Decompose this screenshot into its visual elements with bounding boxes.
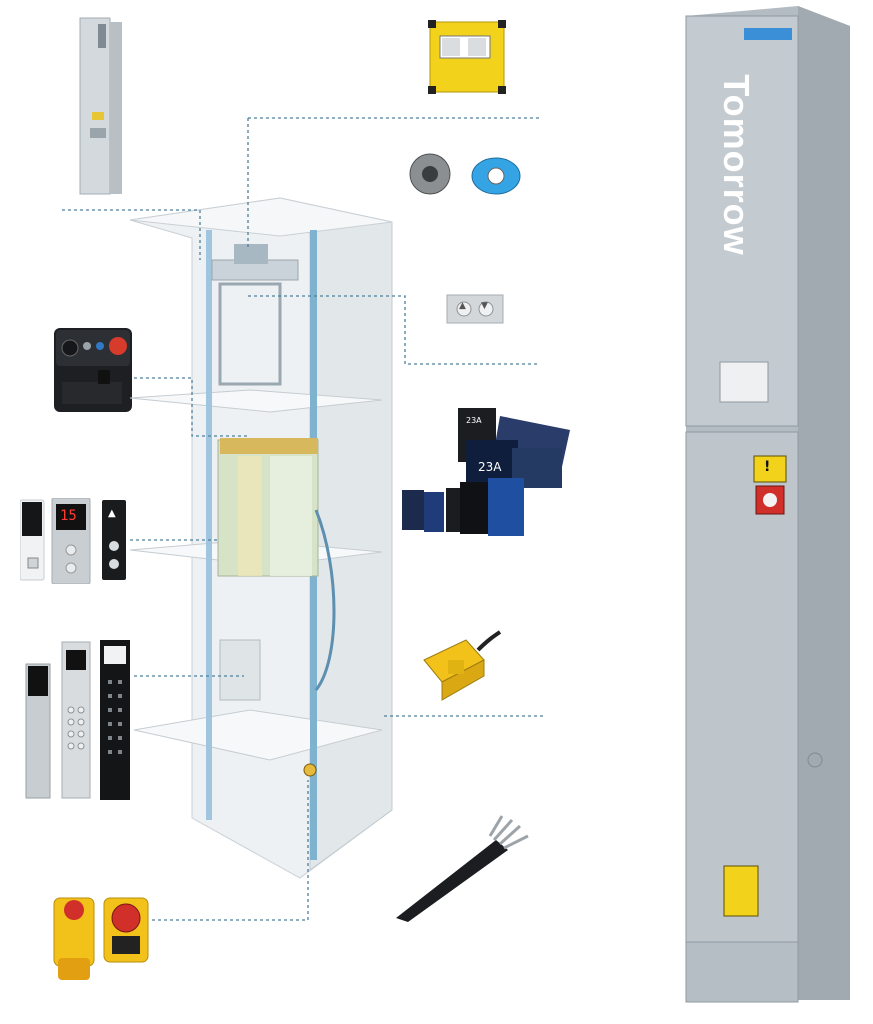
floor-display-small: 23A <box>466 416 482 425</box>
lcd-display-collage: 23A 23A <box>400 404 574 544</box>
yellow-control-board <box>428 20 506 94</box>
elevator-shaft-diagram <box>120 190 410 880</box>
hall-button-panels: 15 ▲ <box>20 498 130 584</box>
hall-button-pair: ▲ ▼ <box>446 294 504 324</box>
leader-lines <box>62 117 546 921</box>
steel-belt-ropes <box>396 810 536 922</box>
cabinet-brand-label: Tomorrow <box>716 74 757 256</box>
inspection-box <box>52 322 134 416</box>
main-control-cabinet: Tomorrow ! <box>684 4 852 1006</box>
arrow-down-icon: ▼ <box>481 301 488 311</box>
arrow-up-icon: ▲ <box>459 301 466 311</box>
encoder-parts <box>404 150 524 200</box>
emergency-stop-boxes <box>52 888 152 984</box>
arrow-up-icon: ▲ <box>108 508 116 519</box>
panel-digits: 15 <box>60 508 77 524</box>
leveling-sensor <box>418 630 504 704</box>
warning-icon: ! <box>764 459 771 475</box>
floor-display-large: 23A <box>478 460 502 474</box>
control-cabinet-small <box>78 14 124 198</box>
car-operating-panels <box>24 640 134 802</box>
